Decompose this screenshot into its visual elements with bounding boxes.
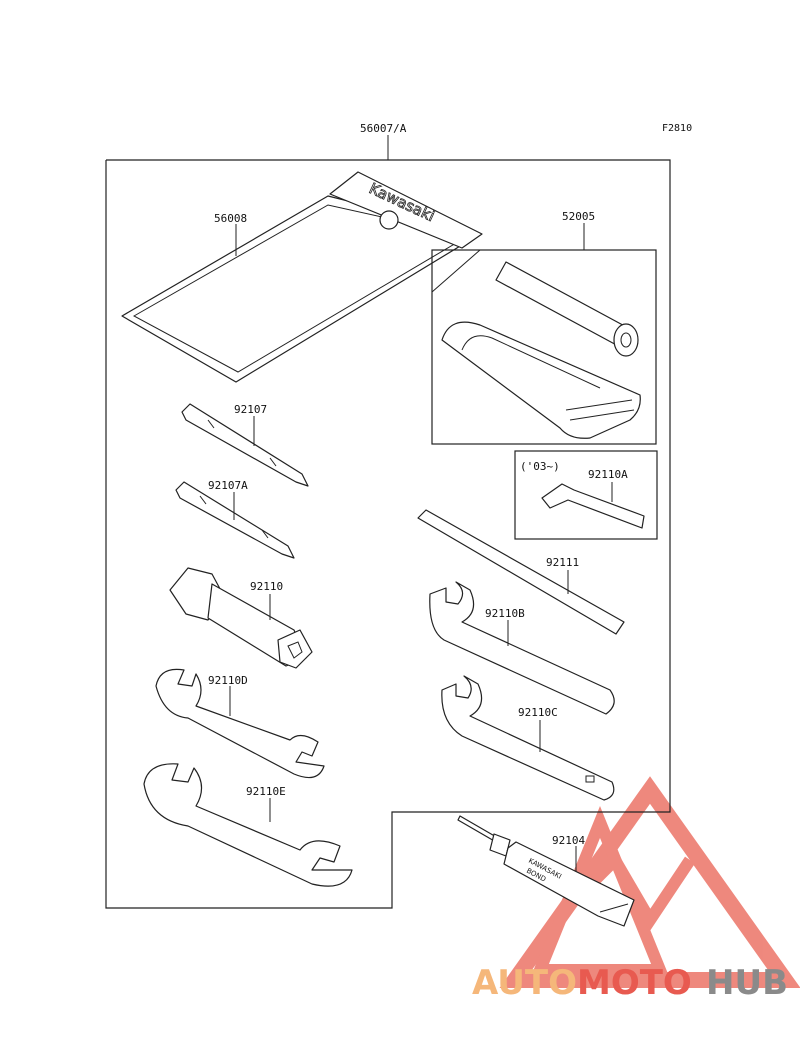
hook-b-label: 92110B bbox=[485, 607, 525, 620]
handle-rod bbox=[417, 509, 625, 635]
bond-tube: KAWASAKI BOND bbox=[457, 815, 635, 927]
driver1-label: 92107 bbox=[234, 403, 267, 416]
hex-wrench-label: 92110A bbox=[588, 468, 628, 481]
hook-c-label: 92110C bbox=[518, 706, 558, 719]
tool-kit-label: 56007/A bbox=[360, 122, 407, 135]
hex-wrench bbox=[541, 483, 645, 529]
open-e-label: 92110E bbox=[246, 785, 286, 798]
hook-wrench-c bbox=[441, 675, 615, 801]
case-label: 56008 bbox=[214, 212, 247, 225]
figure-code: F2810 bbox=[662, 123, 692, 134]
driver2-label: 92107A bbox=[208, 479, 248, 492]
watermark-text: AUTO MOTO HUB bbox=[472, 963, 788, 1003]
hook-wrench-b bbox=[429, 581, 615, 715]
driver-92107a bbox=[175, 481, 295, 559]
watermark-moto: MOTO bbox=[577, 963, 692, 1003]
bag-box bbox=[431, 249, 657, 445]
open-wrench-d bbox=[155, 668, 325, 779]
plug-wrench-label: 92110 bbox=[250, 580, 283, 593]
tool-case: Kawasaki bbox=[121, 171, 483, 383]
open-d-label: 92110D bbox=[208, 674, 248, 687]
watermark-auto: AUTO bbox=[472, 963, 577, 1003]
tool-kit-frame bbox=[105, 159, 671, 909]
bag-label: 52005 bbox=[562, 210, 595, 223]
plug-wrench bbox=[169, 567, 313, 669]
bag-tools bbox=[441, 261, 641, 439]
handle-label: 92111 bbox=[546, 556, 579, 569]
driver-92107 bbox=[181, 403, 309, 487]
hex-wrench-box bbox=[514, 450, 658, 540]
watermark-hub: HUB bbox=[706, 963, 788, 1003]
open-wrench-e bbox=[143, 763, 353, 887]
hex-wrench-note: ('03~) bbox=[520, 460, 560, 473]
bond-label: 92104 bbox=[552, 834, 585, 847]
